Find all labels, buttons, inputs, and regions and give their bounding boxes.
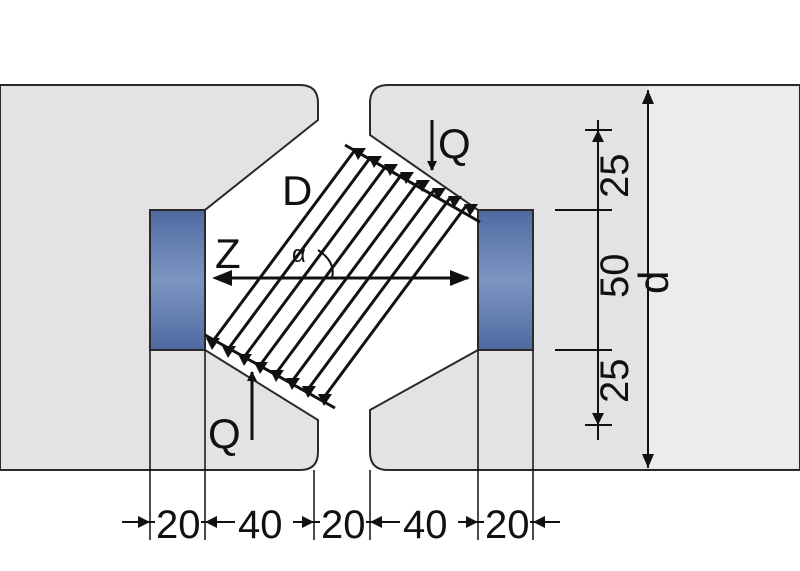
dim-h-1: 20 bbox=[156, 503, 201, 547]
label-q-top: Q bbox=[438, 120, 471, 167]
dim-h-4: 40 bbox=[403, 503, 448, 547]
angle-arc bbox=[317, 249, 334, 279]
z-arrow-right bbox=[450, 270, 470, 286]
upper-arrowheads bbox=[352, 148, 478, 216]
dim-h-2: 40 bbox=[238, 503, 283, 547]
right-band bbox=[648, 87, 798, 468]
right-pad bbox=[477, 209, 534, 351]
lower-arrowheads bbox=[206, 338, 332, 406]
dim-v-top: 25 bbox=[593, 154, 637, 199]
dim-v-mid: 50 bbox=[593, 254, 637, 299]
vertical-dimension bbox=[555, 120, 612, 440]
left-pad bbox=[149, 209, 206, 351]
label-z-force: Z bbox=[215, 230, 241, 277]
z-arrow-left bbox=[212, 270, 232, 286]
label-d-force: D bbox=[282, 167, 312, 214]
horizontal-extension-lines bbox=[149, 350, 534, 540]
dim-v-bottom: 25 bbox=[593, 359, 637, 404]
dim-h-5: 20 bbox=[485, 503, 530, 547]
label-q-bottom: Q bbox=[208, 410, 241, 457]
dim-h-3: 20 bbox=[321, 503, 366, 547]
label-alpha: α bbox=[292, 241, 306, 268]
label-d-dimension: d bbox=[630, 271, 677, 294]
